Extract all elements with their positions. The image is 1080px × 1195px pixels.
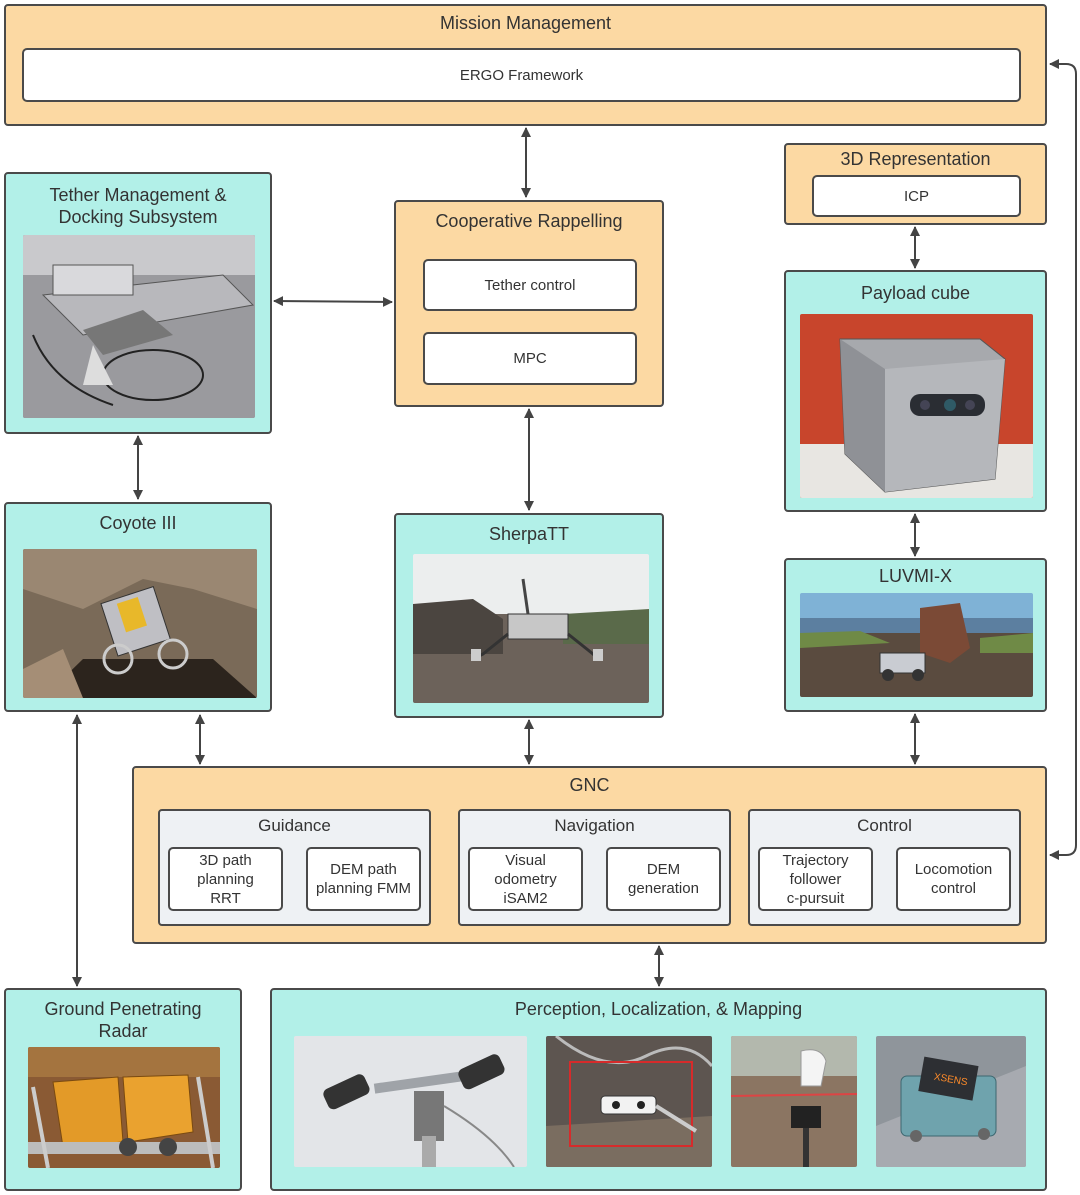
- perception-box: Perception, Localization, & Mapping: [270, 988, 1047, 1191]
- tether-control-box: Tether control: [423, 259, 637, 311]
- arrow-mission-gnc: [1049, 59, 1077, 860]
- coyote-photo: [23, 549, 257, 698]
- luvmi-title: LUVMI-X: [878, 566, 952, 586]
- 3d-representation-title: 3D Representation: [840, 149, 991, 169]
- coyote-title: Coyote III: [99, 513, 177, 533]
- luvmi-box: LUVMI-X: [784, 558, 1047, 712]
- navigation-box: Navigation Visual odometry iSAM2 DEM gen…: [458, 809, 731, 926]
- mpc-box: MPC: [423, 332, 637, 385]
- imu-sensor-photo: XSENS: [876, 1036, 1026, 1167]
- payload-cube-box: Payload cube: [784, 270, 1047, 512]
- arrow-tether-rappelling: [273, 296, 393, 307]
- payload-cube-photo: [800, 314, 1033, 498]
- cooperative-rappelling-box: Cooperative Rappelling Tether control MP…: [394, 200, 664, 407]
- control-item-locomotion: Locomotion control: [896, 847, 1011, 911]
- guidance-item-dem-path: DEM path planning FMM: [306, 847, 421, 911]
- stereo-camera-photo: [294, 1036, 527, 1167]
- guidance-title: Guidance: [258, 816, 331, 835]
- icp-box: ICP: [812, 175, 1021, 217]
- tether-management-title: Tether Management & Docking Subsystem: [49, 185, 227, 227]
- control-title: Control: [857, 816, 912, 835]
- gnss-antenna-photo: [731, 1036, 857, 1167]
- sherpatt-photo: [413, 554, 649, 703]
- coyote-box: Coyote III: [4, 502, 272, 712]
- control-box: Control Trajectory follower c-pursuit Lo…: [748, 809, 1021, 926]
- navigation-title: Navigation: [554, 816, 635, 835]
- sherpatt-box: SherpaTT: [394, 513, 664, 718]
- gpr-photo: [28, 1047, 220, 1168]
- guidance-box: Guidance 3D path planning RRT DEM path p…: [158, 809, 431, 926]
- guidance-item-3d-path: 3D path planning RRT: [168, 847, 283, 911]
- gpr-title: Ground Penetrating Radar: [44, 999, 202, 1041]
- cooperative-rappelling-title: Cooperative Rappelling: [435, 211, 623, 231]
- perception-title: Perception, Localization, & Mapping: [514, 999, 803, 1019]
- mission-management-title: Mission Management: [439, 13, 612, 33]
- sherpatt-title: SherpaTT: [488, 524, 570, 544]
- navigation-item-visual-odometry: Visual odometry iSAM2: [468, 847, 583, 911]
- luvmi-photo: [800, 593, 1033, 697]
- navigation-item-dem-generation: DEM generation: [606, 847, 721, 911]
- 3d-representation-box: 3D Representation ICP: [784, 143, 1047, 225]
- payload-cube-title: Payload cube: [860, 283, 971, 303]
- depth-camera-photo: [546, 1036, 712, 1167]
- mission-management-box: Mission Management ERGO Framework: [4, 4, 1047, 126]
- tether-management-box: Tether Management & Docking Subsystem: [4, 172, 272, 434]
- gpr-box: Ground Penetrating Radar: [4, 988, 242, 1191]
- gnc-title: GNC: [569, 775, 610, 795]
- gnc-box: GNC Guidance 3D path planning RRT DEM pa…: [132, 766, 1047, 944]
- tether-docking-photo: [23, 235, 255, 418]
- control-item-trajectory-follower: Trajectory follower c-pursuit: [758, 847, 873, 911]
- ergo-framework-box: ERGO Framework: [22, 48, 1021, 102]
